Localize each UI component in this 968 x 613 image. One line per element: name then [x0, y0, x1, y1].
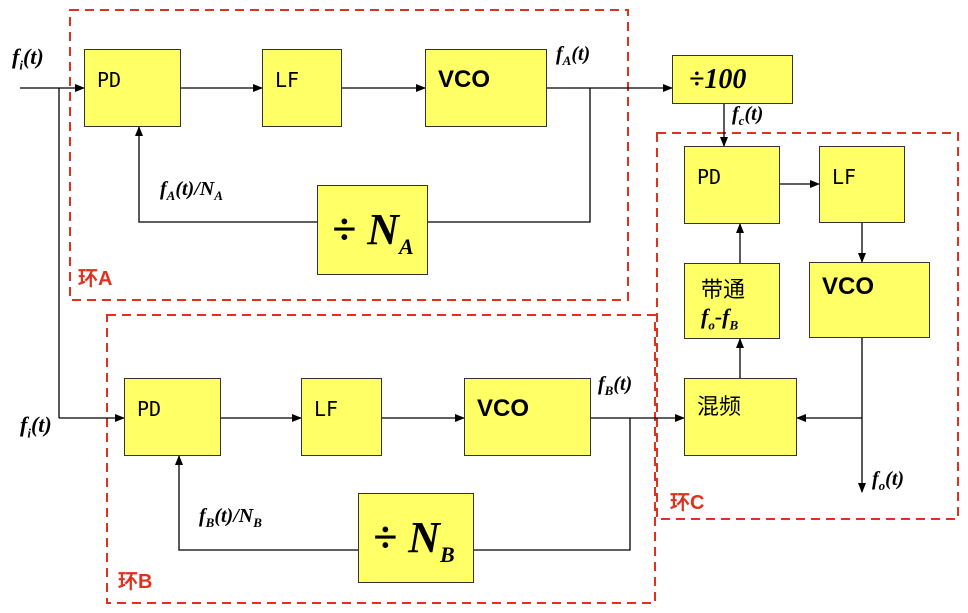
signal-fi-bottom-label: fi(t)	[20, 412, 52, 441]
loop-a-lf-label: LF	[275, 68, 300, 92]
loop-c-boundary	[656, 132, 959, 520]
wire-div-b-to-pd-b	[175, 455, 358, 551]
loop-b-divider-label: ÷ NB	[373, 513, 455, 567]
signal-fi-top-label: fi(t)	[12, 44, 44, 73]
loop-a-divider-block: ÷ NA	[317, 185, 428, 275]
loop-a-label: 环A	[78, 268, 113, 290]
loop-b-vco-block: VCO	[464, 378, 591, 456]
loop-c-label: 环C	[670, 492, 705, 514]
loop-b-pd-block: PD	[124, 378, 221, 456]
signal-fa-div-label: fA(t)/NA	[160, 178, 223, 203]
signal-fb-div-label: fB(t)/NB	[199, 505, 262, 530]
loop-a-boundary	[69, 9, 629, 301]
signal-fb-label: fB(t)	[598, 373, 633, 398]
mixer-block: 混频	[684, 378, 797, 456]
bandpass-filter-block: 带通 fo-fB	[684, 263, 780, 339]
loop-b-vco-label: VCO	[477, 395, 530, 422]
wire-vco-a-feedback	[428, 88, 591, 223]
loop-b-label: 环B	[118, 571, 153, 593]
wire-vco-b-feedback	[474, 418, 631, 551]
bandpass-label: 带通	[701, 278, 746, 303]
loop-b-lf-block: LF	[301, 378, 382, 456]
loop-c-lf-block: LF	[819, 146, 905, 223]
loop-a-pd-label: PD	[97, 68, 122, 92]
loop-c-lf-label: LF	[832, 165, 857, 189]
signal-fa-label: fA(t)	[556, 43, 591, 68]
loop-c-vco-label: VCO	[822, 273, 875, 300]
loop-b-pd-label: PD	[137, 397, 162, 421]
loop-a-divider-label: ÷ NA	[332, 205, 414, 259]
loop-b-divider-block: ÷ NB	[358, 493, 474, 583]
bandpass-range-label: fo-fB	[701, 304, 739, 333]
loop-c-vco-block: VCO	[809, 262, 930, 338]
loop-b-boundary	[106, 314, 656, 604]
loop-a-pd-block: PD	[84, 49, 181, 127]
loop-c-pd-label: PD	[697, 165, 722, 189]
wire-div-a-to-pd-a	[135, 126, 317, 223]
prescaler-label: ÷100	[689, 64, 747, 95]
mixer-label: 混频	[697, 395, 742, 420]
loop-a-vco-label: VCO	[438, 66, 491, 93]
signal-fc-label: fc(t)	[732, 103, 764, 128]
loop-c-pd-block: PD	[684, 146, 780, 224]
signal-fo-label: fo(t)	[872, 468, 905, 493]
loop-a-lf-block: LF	[262, 49, 342, 127]
prescaler-block: ÷100	[672, 55, 793, 104]
loop-a-vco-block: VCO	[425, 49, 547, 127]
loop-b-lf-label: LF	[314, 397, 339, 421]
